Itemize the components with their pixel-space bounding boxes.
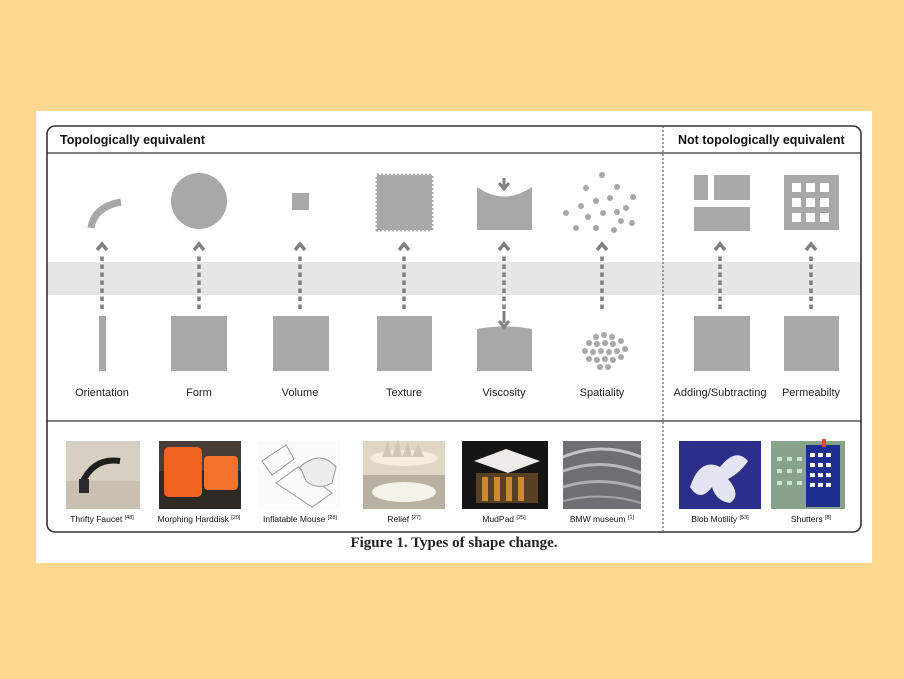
volume-before-shape <box>273 316 329 371</box>
orientation-after-shape <box>87 198 122 229</box>
photo-shutters <box>771 439 845 509</box>
example-caption-relief: Relief [27] <box>387 514 421 524</box>
example-caption-morphing-harddisk: Morphing Harddisk [20] <box>158 514 241 524</box>
example-caption-bmw-museum: BMW museum [1] <box>570 514 635 524</box>
photo-inflatable-mouse <box>258 441 340 509</box>
photo-bmw-museum <box>562 441 642 509</box>
figure-frame <box>46 125 862 533</box>
type-label-adding-subtracting: Adding/Subtracting <box>674 387 767 399</box>
figure-caption: Figure 1. Types of shape change. <box>350 535 558 551</box>
orientation-before-shape <box>99 316 106 371</box>
viscosity-after-shape <box>477 187 532 230</box>
type-label-viscosity: Viscosity <box>482 387 526 399</box>
example-caption-mudpad: MudPad [25] <box>482 514 526 524</box>
arrowheads <box>95 242 818 252</box>
connector-arrows <box>100 253 813 309</box>
type-label-volume: Volume <box>282 387 319 399</box>
adding-subtracting-before-shape <box>694 316 750 371</box>
example-caption-blob-motility: Blob Motility [53] <box>691 514 749 524</box>
shape-change-figure: Topologically equivalent Not topological… <box>46 125 862 533</box>
volume-after-shape <box>292 193 309 210</box>
texture-after-shape <box>375 173 434 232</box>
slide: Topologically equivalent Not topological… <box>36 111 872 563</box>
example-caption-inflatable-mouse: Inflatable Mouse [28] <box>263 514 337 524</box>
permeability-before-shape <box>784 316 839 371</box>
form-after-shape <box>171 173 227 229</box>
type-label-permeability: Permeabilty <box>782 387 841 399</box>
spatiality-after-shape <box>563 172 636 233</box>
adding-subtracting-after-shape <box>694 175 750 231</box>
viscosity-before-shape <box>477 326 532 371</box>
form-before-shape <box>171 316 227 371</box>
photo-mudpad <box>462 441 548 509</box>
group-header-non-topological: Not topologically equivalent <box>678 133 846 147</box>
texture-before-shape <box>377 316 432 371</box>
photo-blob-motility <box>679 441 761 509</box>
spatiality-before-shape <box>582 332 628 370</box>
type-label-texture: Texture <box>386 387 422 399</box>
photo-thrifty-faucet <box>66 441 140 509</box>
type-label-orientation: Orientation <box>75 387 129 399</box>
example-caption-thrifty-faucet: Thrifty Faucet [48] <box>70 514 134 524</box>
photo-relief <box>363 439 445 509</box>
permeability-holes <box>792 183 829 222</box>
type-label-spatiality: Spatiality <box>580 387 625 399</box>
example-caption-shutters: Shutters [8] <box>791 514 832 524</box>
transition-band <box>47 262 861 295</box>
type-label-form: Form <box>186 387 212 399</box>
photo-morphing-harddisk <box>159 441 241 509</box>
group-header-topological: Topologically equivalent <box>60 133 206 147</box>
